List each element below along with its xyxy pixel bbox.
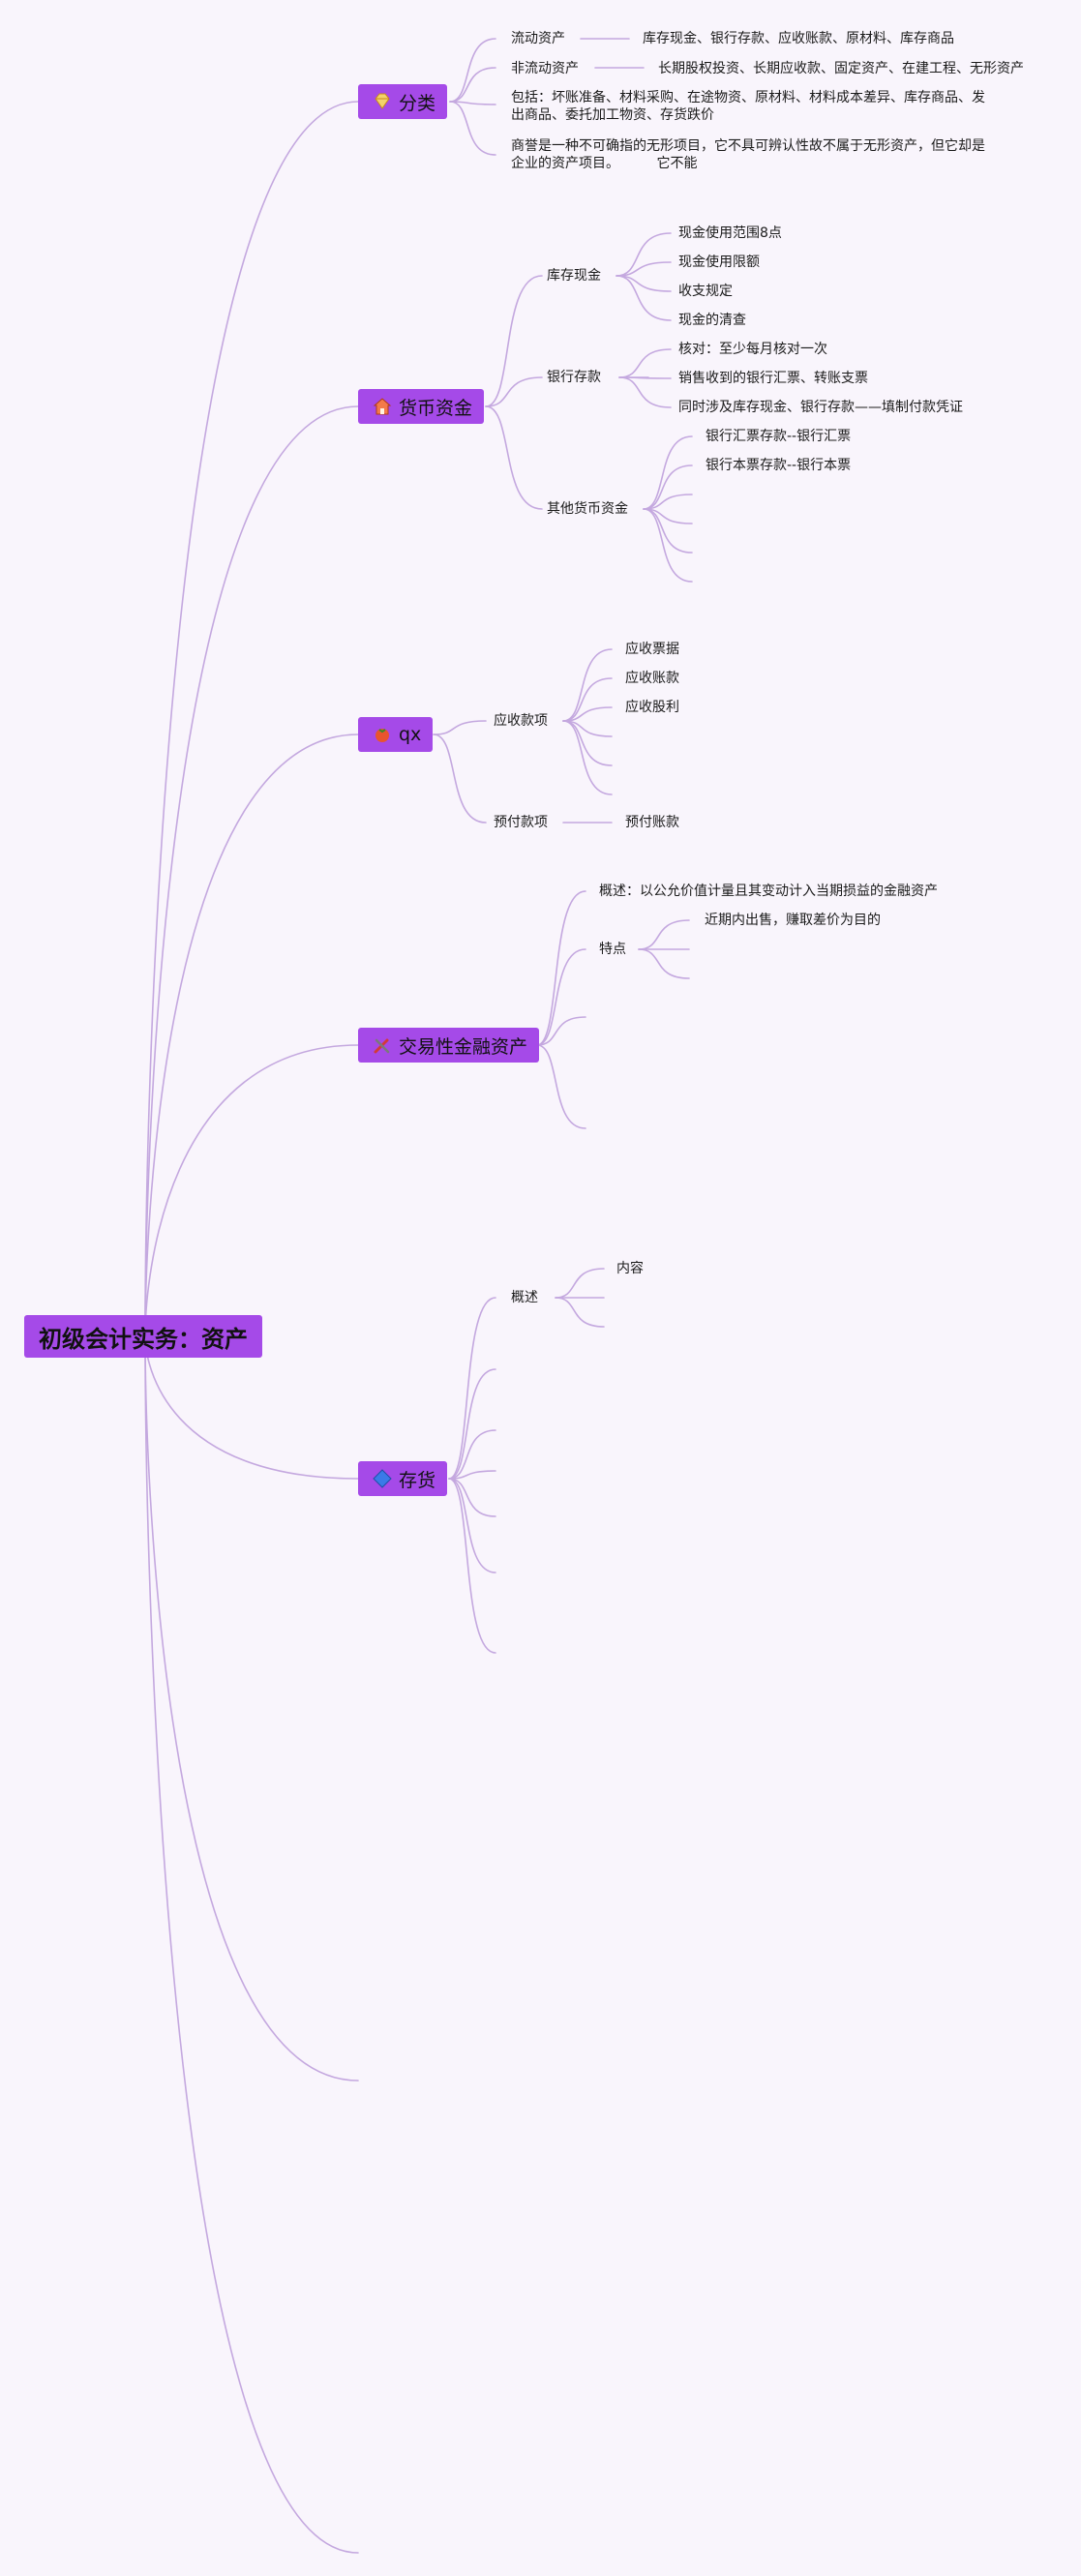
node-trading-features[interactable]: 特点 — [599, 942, 626, 957]
topic-label: 存货 — [399, 1469, 436, 1491]
node-prepayments[interactable]: 预付款项 — [494, 815, 548, 830]
connector-line — [562, 648, 613, 722]
node-goodwill-text: 商誉是一种不可确指的无形项目，它不具可辨认性故不属于无形资产，但它却是企业的资产… — [511, 138, 985, 171]
tomato-icon — [372, 724, 393, 745]
leaf-item[interactable]: 核对：至少每月核对一次 — [678, 342, 827, 357]
node-current-assets[interactable]: 流动资产 — [511, 31, 565, 46]
topic-classification[interactable]: 分类 — [358, 84, 448, 119]
connector-line — [536, 1044, 586, 1129]
topic-label: 货币资金 — [399, 397, 473, 419]
diamond-icon — [372, 91, 393, 112]
connector-line — [144, 101, 359, 1337]
tools-icon — [372, 1034, 393, 1056]
connector-line — [144, 405, 359, 1337]
connector-line — [485, 376, 543, 407]
connector-line — [144, 1335, 359, 2554]
connector-line — [448, 1297, 496, 1480]
leaf-item[interactable]: 银行本票存款--银行本票 — [706, 458, 852, 473]
connector-line — [449, 101, 496, 105]
leaf-item[interactable]: 现金使用限额 — [678, 255, 760, 270]
connector-line — [485, 275, 543, 407]
connector-line — [485, 405, 543, 510]
connector-line — [448, 1429, 496, 1480]
connector-line — [144, 1335, 359, 2082]
connector-line — [618, 348, 672, 378]
node-includes[interactable]: 包括：坏账准备、材料采购、在途物资、原材料、材料成本差异、库存商品、发出商品、委… — [511, 90, 985, 123]
node-cash-on-hand[interactable]: 库存现金 — [547, 268, 601, 284]
node-inventory-overview[interactable]: 概述 — [511, 1290, 538, 1305]
connector-line — [643, 464, 693, 510]
connector-line — [643, 494, 693, 510]
node-trading-overview[interactable]: 概述：以公允价值计量且其变动计入当期损益的金融资产 — [599, 884, 938, 899]
connector-line — [618, 376, 672, 408]
connector-line — [616, 275, 672, 321]
node-bank-deposit[interactable]: 银行存款 — [547, 370, 601, 385]
connector-line — [555, 1268, 605, 1299]
topic-label: 分类 — [399, 92, 436, 114]
connector-line — [562, 706, 613, 722]
connector-line — [448, 1470, 496, 1480]
leaf-item[interactable]: 现金的清查 — [678, 313, 746, 328]
connector-line — [449, 38, 496, 103]
house-icon — [372, 396, 393, 417]
connector-line — [562, 720, 613, 766]
blue-diamond-icon — [372, 1468, 393, 1489]
leaf-item[interactable]: 销售收到的银行汇票、转账支票 — [678, 371, 868, 386]
root-topic[interactable]: 初级会计实务：资产 — [24, 1315, 262, 1358]
node-noncurrent-assets-detail[interactable]: 长期股权投资、长期应收款、固定资产、在建工程、无形资产 — [658, 61, 1024, 76]
connector-line — [449, 101, 496, 156]
topic-label: qx — [399, 724, 422, 745]
node-noncurrent-assets[interactable]: 非流动资产 — [511, 61, 579, 76]
connector-line — [144, 1335, 359, 1480]
leaf-item[interactable]: 预付账款 — [625, 815, 679, 830]
leaf-item[interactable]: 收支规定 — [678, 284, 733, 299]
node-receivables[interactable]: 应收款项 — [494, 713, 548, 729]
connector-line — [536, 890, 586, 1046]
node-goodwill-note: 它不能 — [656, 156, 698, 171]
connector-line — [448, 1478, 496, 1573]
connector-line — [144, 734, 359, 1337]
leaf-item[interactable]: 应收票据 — [625, 642, 679, 657]
root-topic-label: 初级会计实务：资产 — [39, 1325, 248, 1353]
topic-monetary-funds[interactable]: 货币资金 — [358, 389, 485, 424]
connector-line — [555, 1297, 605, 1328]
connector-line — [616, 275, 672, 292]
connector-line — [536, 1016, 586, 1046]
connector-line — [536, 948, 586, 1046]
leaf-item[interactable]: 内容 — [616, 1261, 644, 1276]
connector-line — [433, 734, 487, 824]
connector-line — [562, 677, 613, 722]
node-goodwill[interactable]: 商誉是一种不可确指的无形项目，它不具可辨认性故不属于无形资产，但它却是企业的资产… — [511, 137, 995, 172]
connector-line — [643, 435, 693, 510]
node-current-assets-detail[interactable]: 库存现金、银行存款、应收账款、原材料、库存商品 — [643, 31, 954, 46]
topic-trading-financial-assets[interactable]: 交易性金融资产 — [358, 1028, 540, 1063]
connector-line — [144, 1044, 359, 1337]
connector-line — [448, 1478, 496, 1517]
connector-line — [616, 261, 672, 277]
connector-line — [448, 1478, 496, 1654]
topic-inventory[interactable]: 存货 — [358, 1461, 448, 1496]
connector-line — [638, 919, 690, 950]
connector-line — [638, 948, 690, 979]
leaf-item[interactable]: 现金使用范围8点 — [678, 225, 782, 241]
leaf-item[interactable]: 应收股利 — [625, 700, 679, 715]
topic-label: 交易性金融资产 — [399, 1035, 528, 1058]
connector-line — [433, 720, 487, 735]
connector-line — [643, 508, 693, 583]
node-other-monetary-funds[interactable]: 其他货币资金 — [547, 501, 628, 517]
connector-line — [449, 67, 496, 103]
leaf-item[interactable]: 同时涉及库存现金、银行存款——填制付款凭证 — [678, 400, 963, 415]
connector-line — [562, 720, 613, 795]
connector-line — [448, 1368, 496, 1480]
connector-line — [643, 508, 693, 554]
topic-qx[interactable]: qx — [358, 717, 434, 752]
leaf-item[interactable]: 银行汇票存款--银行汇票 — [706, 429, 852, 444]
leaf-item[interactable]: 近期内出售，赚取差价为目的 — [705, 913, 881, 928]
connector-line — [616, 232, 672, 277]
leaf-item[interactable]: 应收账款 — [625, 671, 679, 686]
